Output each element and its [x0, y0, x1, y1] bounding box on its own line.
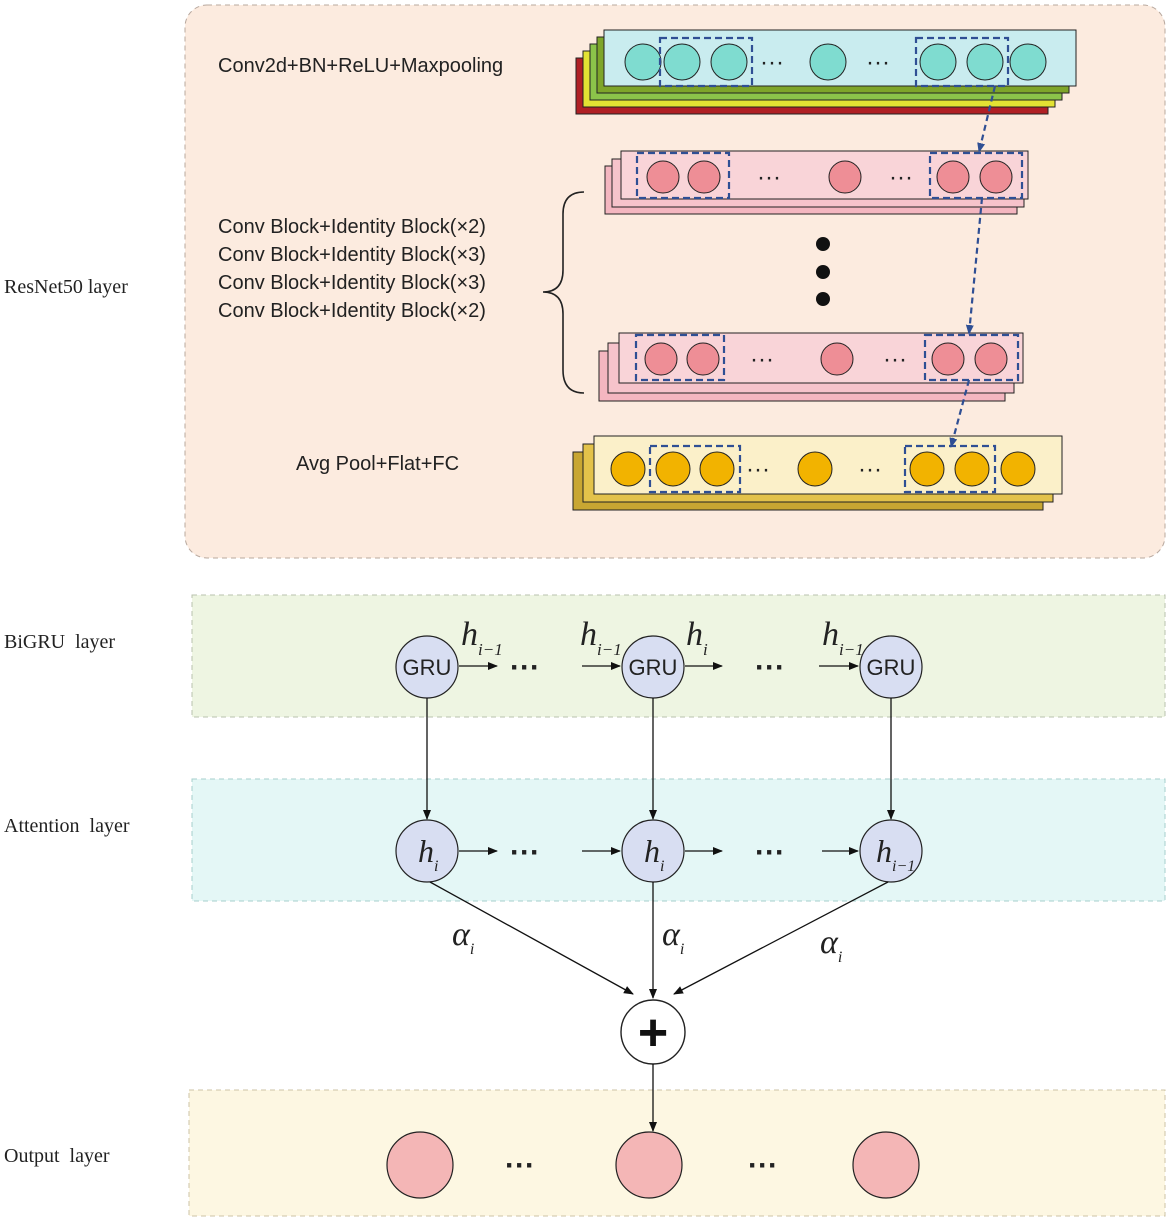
attention-weight-arrow	[673, 881, 889, 995]
stack-continuation-dot	[816, 265, 830, 279]
block-label-3: Conv Block+Identity Block(×3)	[218, 272, 486, 294]
flow-arrow-stem-to-upper	[977, 85, 997, 153]
output-ellipsis-2: ···	[748, 1149, 778, 1182]
attention-node-label: hi−1	[876, 833, 915, 875]
plus-icon: +	[638, 1004, 668, 1062]
attention-node-3: hi−1	[859, 819, 923, 883]
hidden-state-label: hi−1	[461, 616, 503, 659]
conv-stem-block: ··· ···	[575, 29, 1077, 115]
block-label-4: Conv Block+Identity Block(×2)	[218, 300, 486, 322]
output-node	[615, 1131, 683, 1199]
attention-layer-label: Attention layer	[4, 815, 130, 837]
conv-stem-label: Conv2d+BN+ReLU+Maxpooling	[218, 55, 503, 77]
hidden-state-label: hi−1	[580, 616, 622, 659]
avgpool-ellipsis-1: ···	[746, 456, 770, 483]
flow-arrow-upper-to-lower	[965, 197, 984, 335]
upper-stack-ellipsis-1: ···	[757, 164, 781, 191]
stack-continuation-dot	[816, 292, 830, 306]
output-node	[852, 1131, 920, 1199]
gru-cell-label: GRU	[403, 655, 452, 680]
attention-weight-label: αi	[452, 916, 474, 958]
avgpool-ellipsis-2: ···	[858, 456, 882, 483]
flow-arrow-lower-to-avgpool	[949, 379, 971, 448]
attention-node-label: hi	[418, 833, 438, 875]
output-layer-label: Output layer	[4, 1145, 110, 1167]
hidden-state-label: hi−1	[822, 616, 864, 659]
gru-cell-label: GRU	[867, 655, 916, 680]
resnet-layer-label: ResNet50 layer	[4, 276, 128, 298]
attention-node-2: hi	[621, 819, 685, 883]
avgpool-fc-label: Avg Pool+Flat+FC	[296, 453, 459, 475]
block-label-1: Conv Block+Identity Block(×2)	[218, 216, 486, 238]
sum-node: +	[620, 999, 686, 1065]
gru-cell-label: GRU	[629, 655, 678, 680]
attention-weight-label: αi	[662, 916, 684, 958]
gru-ellipsis-2: ···	[755, 651, 785, 684]
attention-ellipsis-2: ···	[755, 836, 785, 869]
attention-weight-label: αi	[820, 924, 842, 966]
avgpool-fc-block: ··· ···	[572, 435, 1063, 511]
block-label-2: Conv Block+Identity Block(×3)	[218, 244, 486, 266]
bigru-layer-label: BiGRU layer	[4, 631, 115, 653]
gru-cell-2: GRU	[621, 635, 685, 699]
stem-ellipsis-2: ···	[866, 49, 890, 76]
output-node	[386, 1131, 454, 1199]
gru-cell-1: GRU	[395, 635, 459, 699]
gru-cell-3: GRU	[859, 635, 923, 699]
attention-weight-arrow	[429, 881, 634, 995]
upper-stack-ellipsis-2: ···	[889, 164, 913, 191]
block-group-brace	[542, 191, 585, 394]
lower-stack-ellipsis-1: ···	[750, 346, 774, 373]
stem-ellipsis-1: ···	[760, 49, 784, 76]
lower-stack-ellipsis-2: ···	[883, 346, 907, 373]
attention-node-1: hi	[395, 819, 459, 883]
residual-stack-upper: ··· ···	[604, 150, 1029, 215]
resnet-layer-panel	[184, 4, 1166, 559]
residual-stack-lower: ··· ···	[598, 332, 1024, 402]
output-ellipsis-1: ···	[505, 1149, 535, 1182]
gru-ellipsis-1: ···	[510, 651, 540, 684]
attention-ellipsis-1: ···	[510, 836, 540, 869]
hidden-state-label: hi	[686, 616, 708, 659]
stack-continuation-dot	[816, 237, 830, 251]
attention-node-label: hi	[644, 833, 664, 875]
